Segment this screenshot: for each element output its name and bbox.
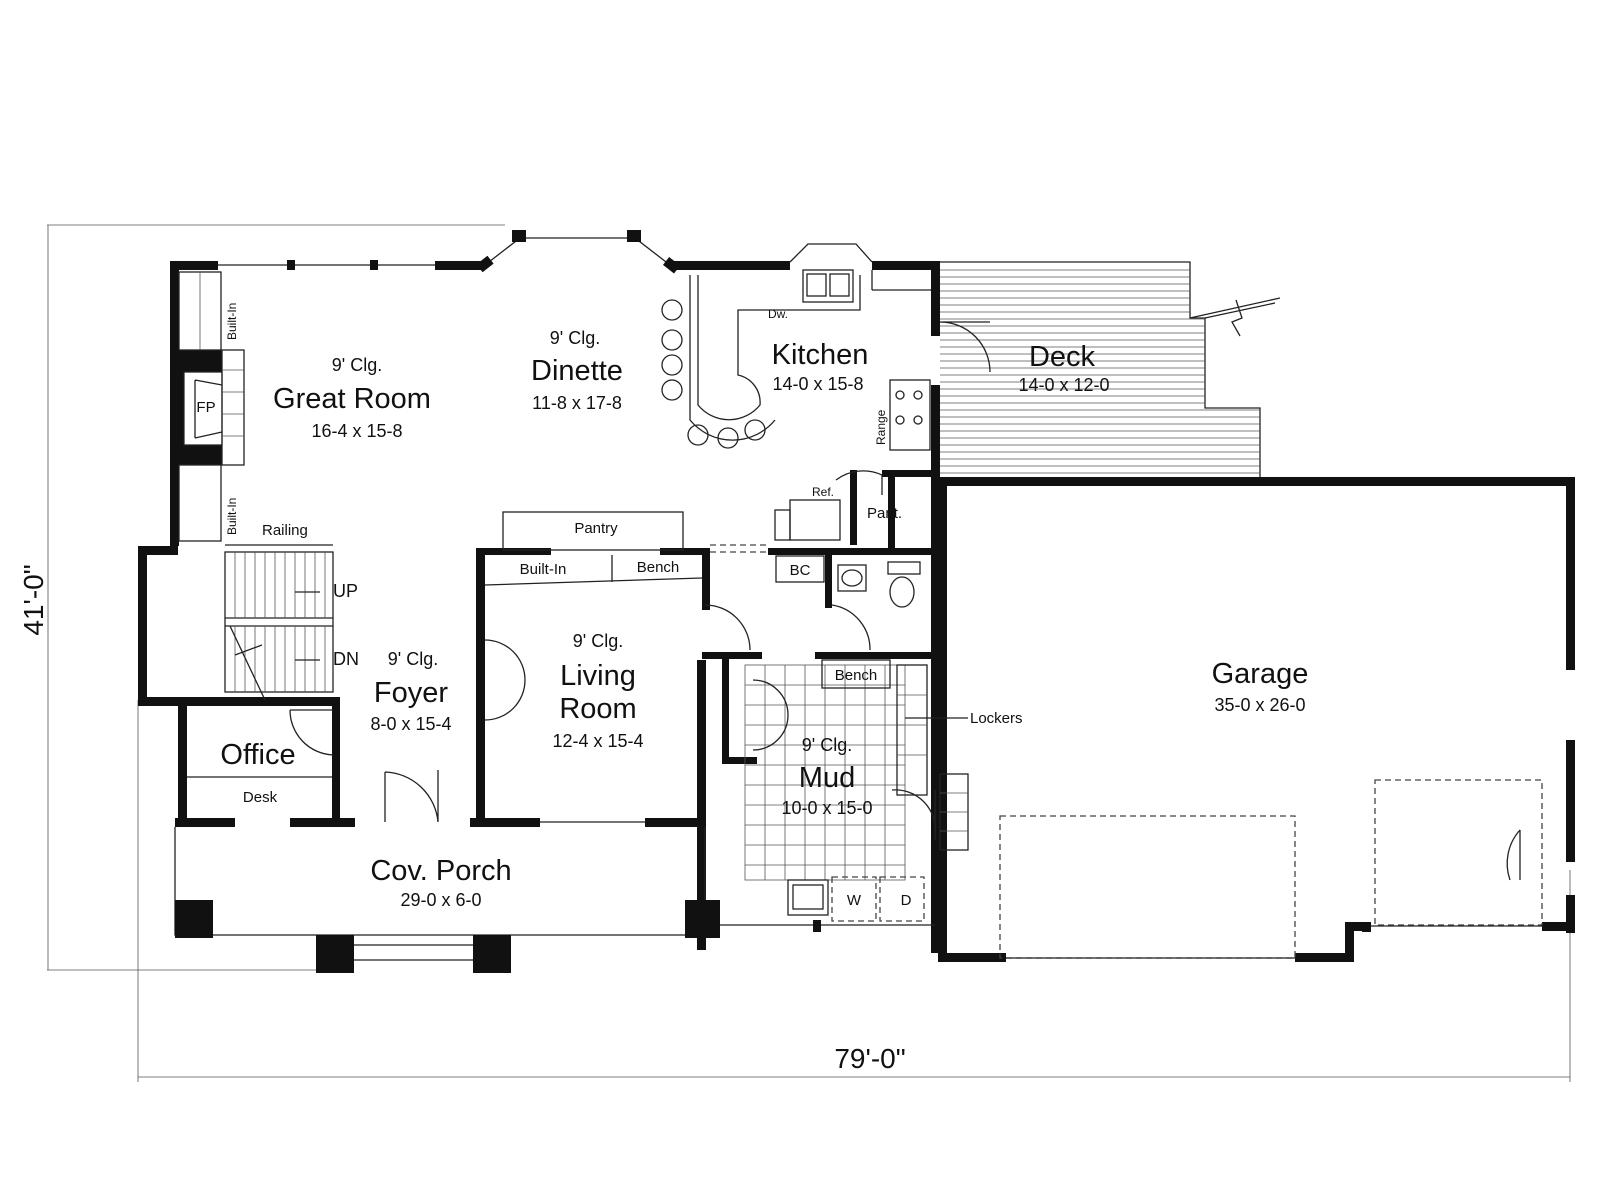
garage-entry-steps: [891, 773, 969, 851]
living-bench-label: Bench: [637, 559, 680, 576]
built-in-upper-label: Built-In: [225, 303, 239, 340]
depth-dimension: 41'-0": [18, 564, 49, 635]
built-in-bench: [484, 555, 703, 586]
dinette-name: Dinette: [531, 355, 623, 387]
porch-outline: [174, 827, 720, 973]
bc-cabinet: [775, 555, 825, 583]
dryer-label: D: [901, 892, 912, 909]
bc-label: BC: [790, 562, 811, 579]
living-room-ceiling: 9' Clg.: [573, 631, 623, 651]
deck-door: [939, 321, 991, 373]
pantry-short-label: Pant.: [867, 505, 902, 522]
garage-name: Garage: [1212, 658, 1309, 690]
mud-ceiling: 9' Clg.: [802, 735, 852, 755]
mud-bench-label: Bench: [835, 667, 878, 684]
refrigerator: [774, 499, 841, 541]
deck-size: 14-0 x 12-0: [1018, 375, 1109, 395]
closet-doors: [752, 679, 789, 751]
dinette-size: 11-8 x 17-8: [532, 393, 622, 413]
foyer-name: Foyer: [374, 677, 448, 709]
stair-up-label: UP: [333, 581, 358, 601]
lockers: [896, 664, 968, 796]
built-in-shelves: [178, 271, 222, 542]
staircase: [224, 544, 334, 701]
pantry-cabinet: [502, 511, 684, 551]
living-french-doors: [484, 639, 526, 721]
hall-door: [704, 604, 751, 651]
lockers-label: Lockers: [970, 710, 1023, 727]
porch-name: Cov. Porch: [370, 855, 511, 887]
great-room-name: Great Room: [273, 383, 431, 415]
great-room-ceiling: 9' Clg.: [332, 355, 382, 375]
mud-tile-grid: [744, 664, 906, 881]
built-in-lower-label: Built-In: [225, 498, 239, 535]
living-room-name-line1: Living: [560, 660, 636, 692]
range-label: Range: [874, 409, 888, 445]
interior-walls: [332, 470, 938, 822]
railing-label: Railing: [262, 522, 308, 539]
foyer-ceiling: 9' Clg.: [388, 649, 438, 669]
pantry-door: [835, 470, 883, 495]
dimension-lines: [47, 224, 1571, 1082]
fireplace: [172, 349, 245, 466]
office-door: [289, 709, 334, 756]
pantry-label: Pantry: [574, 520, 618, 537]
kitchen-name: Kitchen: [772, 339, 869, 371]
kitchen-sink: [802, 269, 931, 303]
refrigerator-label: Ref.: [812, 485, 834, 499]
garage-walls: [938, 477, 1575, 962]
dinette-ceiling: 9' Clg.: [550, 328, 600, 348]
fireplace-label: FP: [196, 399, 215, 416]
mud-bench: [821, 659, 891, 689]
laundry-fixtures: [787, 876, 925, 922]
deck-name: Deck: [1029, 341, 1096, 373]
living-room-size: 12-4 x 15-4: [552, 731, 643, 751]
stair-down-label: DN: [333, 649, 359, 669]
desk-label: Desk: [243, 789, 278, 806]
powder-door: [831, 604, 871, 651]
powder-room-fixtures: [837, 561, 921, 608]
kitchen-size: 14-0 x 15-8: [772, 374, 863, 394]
living-room-name-line2: Room: [559, 693, 636, 725]
mud-size: 10-0 x 15-0: [781, 798, 872, 818]
garage-size: 35-0 x 26-0: [1214, 695, 1305, 715]
built-in-bench-label: Built-In: [520, 561, 567, 578]
garage-doors: [999, 779, 1543, 959]
porch-size: 29-0 x 6-0: [400, 890, 481, 910]
dishwasher-label: Dw.: [768, 307, 788, 321]
foyer-size: 8-0 x 15-4: [370, 714, 451, 734]
kitchen-island: [661, 275, 861, 449]
mud-name: Mud: [799, 762, 855, 794]
washer-label: W: [847, 892, 862, 909]
front-door: [384, 770, 439, 823]
office-name: Office: [220, 739, 295, 771]
great-room-size: 16-4 x 15-8: [311, 421, 402, 441]
width-dimension: 79'-0": [834, 1043, 905, 1074]
exterior-walls: [138, 230, 940, 953]
deck-boards: [940, 261, 1281, 483]
kitchen-range: [889, 379, 931, 451]
